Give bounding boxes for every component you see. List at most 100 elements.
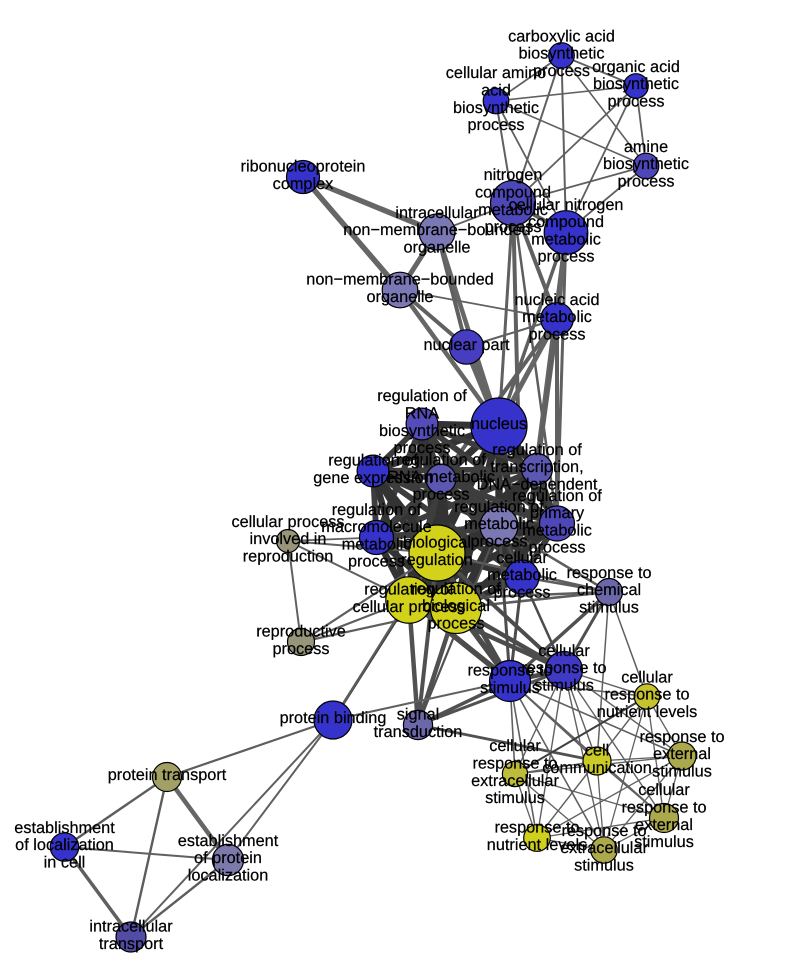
svg-text:intracellular: intracellular [395,204,479,222]
svg-text:communication: communication [542,759,652,777]
svg-text:regulation of: regulation of [492,441,582,459]
svg-text:biosynthetic: biosynthetic [519,45,605,63]
svg-text:response to: response to [639,728,724,746]
svg-text:response to: response to [561,822,646,840]
svg-text:nucleus: nucleus [471,415,527,433]
svg-text:cellular nitrogen: cellular nitrogen [509,196,624,214]
svg-text:in cell: in cell [44,854,86,872]
svg-text:transduction: transduction [374,723,463,741]
svg-text:response to: response to [494,819,579,837]
svg-text:response to: response to [467,662,552,680]
svg-text:compound: compound [528,213,604,231]
svg-text:process: process [537,248,594,266]
svg-text:metabolic: metabolic [531,230,601,248]
svg-text:process: process [427,615,484,633]
svg-text:metabolic: metabolic [487,566,557,584]
svg-text:stimulus: stimulus [534,677,594,695]
svg-text:biosynthetic: biosynthetic [603,155,689,173]
svg-text:cellular: cellular [538,642,590,660]
svg-text:metabolic: metabolic [522,521,592,539]
svg-text:signal: signal [397,706,440,724]
svg-text:external: external [653,745,711,763]
svg-text:process: process [470,533,527,551]
svg-text:nutrient levels: nutrient levels [487,836,587,854]
svg-text:regulation of: regulation of [328,452,418,470]
svg-text:intracellular: intracellular [89,918,173,936]
svg-text:chemical: chemical [577,581,641,599]
svg-text:metabolic: metabolic [342,535,412,553]
svg-text:regulation of: regulation of [454,498,544,516]
svg-text:cell: cell [585,742,609,760]
svg-text:stimulus: stimulus [579,599,639,617]
svg-text:extracellular: extracellular [471,772,559,790]
svg-text:process: process [272,640,329,658]
svg-text:response to: response to [604,686,689,704]
svg-text:process: process [348,553,405,571]
svg-text:cellular process: cellular process [231,513,344,531]
svg-text:stimulus: stimulus [634,833,694,851]
svg-text:extracellular: extracellular [560,839,648,857]
svg-text:biological: biological [403,534,471,552]
svg-text:organelle: organelle [404,239,471,257]
svg-text:regulation of: regulation of [411,580,501,598]
svg-text:establishment: establishment [14,819,115,837]
svg-text:response to: response to [521,659,606,677]
svg-text:nuclear part: nuclear part [424,336,510,354]
svg-text:stimulus: stimulus [480,679,540,697]
svg-text:biological: biological [422,597,490,615]
svg-text:transcription,: transcription, [490,458,583,476]
svg-text:metabolic: metabolic [464,515,534,533]
svg-text:complex: complex [273,175,334,193]
svg-text:process: process [607,93,664,111]
svg-text:RNA: RNA [405,405,440,423]
svg-text:non−membrane−bounded: non−membrane−bounded [306,271,493,289]
svg-text:primary: primary [530,504,585,522]
svg-text:process: process [528,539,585,557]
svg-text:regulation of: regulation of [396,451,486,469]
svg-text:compound: compound [475,184,551,202]
svg-text:reproduction: reproduction [243,548,334,566]
svg-text:organic acid: organic acid [592,58,680,76]
svg-text:regulation of: regulation of [512,487,602,505]
svg-text:establishment: establishment [178,832,279,850]
svg-text:stimulus: stimulus [574,857,634,875]
svg-text:metabolic: metabolic [522,308,592,326]
svg-text:cellular: cellular [489,737,541,755]
svg-text:regulation of: regulation of [364,581,454,599]
svg-text:process: process [412,486,469,504]
svg-text:cellular amino: cellular amino [446,64,546,82]
svg-text:cellular process: cellular process [352,598,465,616]
svg-text:non−membrane−bounded: non−membrane−bounded [343,221,530,239]
svg-text:protein binding: protein binding [280,709,387,727]
svg-text:external: external [635,816,693,834]
svg-text:amine: amine [624,138,668,156]
svg-text:process: process [493,584,550,602]
svg-text:transport: transport [99,935,164,953]
svg-text:process: process [393,439,450,457]
svg-text:response to: response to [621,799,706,817]
svg-text:process: process [528,326,585,344]
svg-text:cellular: cellular [621,668,673,686]
svg-text:process: process [617,173,674,191]
svg-text:biosynthetic: biosynthetic [453,99,539,117]
svg-text:carboxylic acid: carboxylic acid [508,27,615,45]
svg-text:of localization: of localization [15,836,114,854]
svg-text:response to: response to [472,755,557,773]
svg-text:nucleic acid: nucleic acid [514,291,599,309]
svg-text:macromolecule: macromolecule [321,518,431,536]
svg-text:protein transport: protein transport [108,766,227,784]
svg-text:gene expression: gene expression [313,469,432,487]
svg-text:DNA−dependent: DNA−dependent [477,476,598,494]
svg-text:cellular: cellular [638,781,690,799]
svg-text:process: process [467,116,524,134]
svg-text:RNA metabolic: RNA metabolic [387,468,495,486]
svg-text:organelle: organelle [367,288,434,306]
svg-text:regulation: regulation [401,551,473,569]
svg-text:response to: response to [566,564,651,582]
svg-text:nitrogen: nitrogen [484,166,543,184]
svg-text:ribonucleoprotein: ribonucleoprotein [241,158,366,176]
svg-text:reproductive: reproductive [256,623,346,641]
svg-text:process: process [533,62,590,80]
svg-text:biosynthetic: biosynthetic [593,75,679,93]
svg-text:biosynthetic: biosynthetic [379,422,465,440]
